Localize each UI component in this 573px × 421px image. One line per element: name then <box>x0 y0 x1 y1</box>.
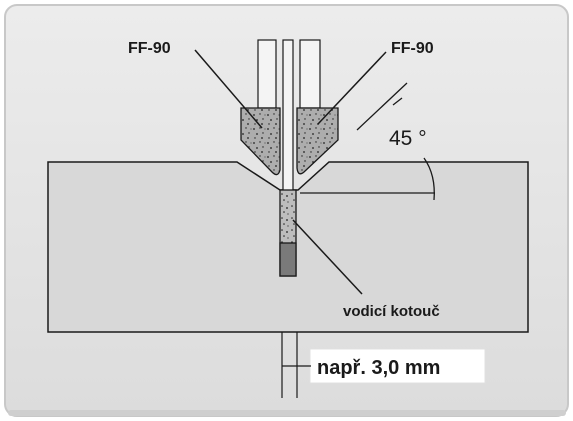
right-blade-label: FF-90 <box>391 40 434 57</box>
panel-shadow <box>8 410 566 416</box>
left-blade-shank <box>257 39 277 109</box>
left-blade <box>240 107 281 176</box>
angle-label: 45 ° <box>389 127 427 150</box>
dimension-label: např. 3,0 mm <box>317 357 440 379</box>
left-blade-label: FF-90 <box>128 40 171 57</box>
guide-disc-bottom <box>279 242 297 277</box>
right-blade-shank <box>299 39 321 109</box>
angle-arc <box>423 157 435 201</box>
guide-disc-label: vodicí kotouč <box>343 303 440 320</box>
right-blade <box>296 107 339 175</box>
dimension-label-box <box>309 348 486 384</box>
guide-disc-leader <box>292 219 363 295</box>
angle-guide-line <box>356 82 408 131</box>
guide-disc-shank <box>282 39 294 193</box>
right-blade-leader <box>317 51 387 125</box>
angle-guide-tick <box>392 97 403 106</box>
left-blade-leader <box>194 49 263 129</box>
